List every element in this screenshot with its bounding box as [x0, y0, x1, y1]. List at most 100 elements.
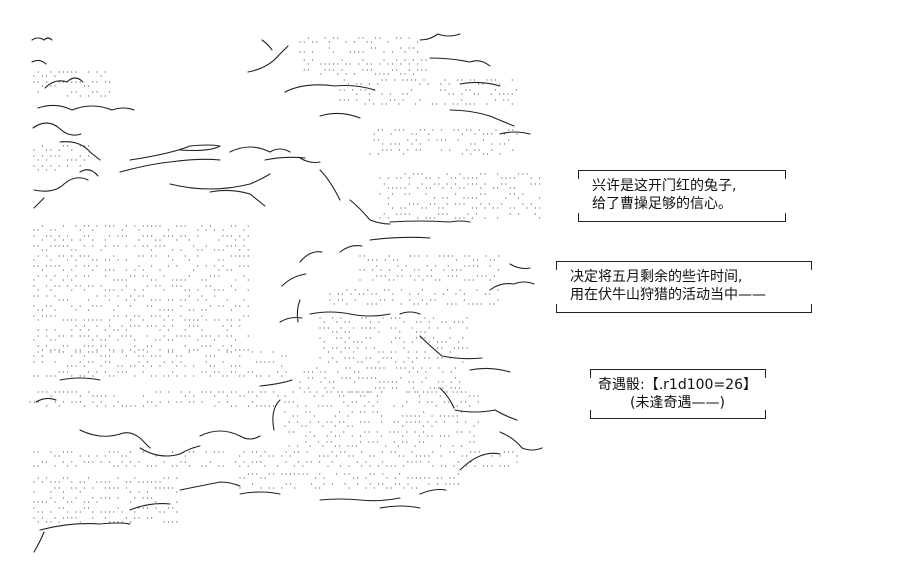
stipple-dot: [365, 327, 367, 329]
stipple-dot: [79, 361, 81, 363]
stipple-dot: [299, 41, 301, 43]
stipple-dot: [375, 387, 377, 389]
top-rule: [556, 261, 812, 262]
stipple-dot: [332, 347, 334, 349]
stipple-dot: [201, 315, 203, 317]
stipple-dot: [443, 255, 445, 257]
stipple-dot: [470, 143, 472, 145]
stipple-dot: [62, 255, 64, 257]
stipple-dot: [46, 345, 48, 347]
stipple-dot: [306, 451, 308, 453]
stipple-dot: [453, 129, 455, 131]
stipple-dot: [499, 93, 501, 95]
stipple-dot: [239, 255, 241, 257]
stipple-dot: [54, 275, 56, 277]
stipple-dot: [474, 133, 476, 135]
stipple-dot: [530, 203, 532, 205]
stipple-dot: [305, 405, 307, 407]
stipple-dot: [167, 521, 169, 523]
stipple-dot: [50, 511, 52, 513]
stipple-dot: [92, 81, 94, 83]
stipple-dot: [437, 327, 439, 329]
stipple-dot: [142, 481, 144, 483]
stipple-dot: [189, 401, 191, 403]
stipple-dot: [277, 465, 279, 467]
stipple-dot: [235, 289, 237, 291]
stipple-dot: [418, 269, 420, 271]
stipple-dot: [79, 349, 81, 351]
stipple-dot: [360, 411, 362, 413]
stipple-dot: [339, 395, 341, 397]
stipple-dot: [340, 317, 342, 319]
stipple-dot: [117, 279, 119, 281]
stipple-dot: [391, 51, 393, 53]
stipple-dot: [462, 347, 464, 349]
stipple-dot: [422, 279, 424, 281]
stipple-dot: [347, 99, 349, 101]
stipple-dot: [327, 455, 329, 457]
stipple-dot: [125, 335, 127, 337]
stipple-dot: [142, 289, 144, 291]
stipple-dot: [247, 315, 249, 317]
stipple-dot: [146, 325, 148, 327]
stipple-dot: [348, 347, 350, 349]
stipple-dot: [414, 269, 416, 271]
stipple-dot: [539, 217, 541, 219]
stipple-dot: [138, 507, 140, 509]
stipple-dot: [404, 207, 406, 209]
stipple-dot: [180, 285, 182, 287]
stipple-dot: [487, 153, 489, 155]
stipple-dot: [386, 477, 388, 479]
stipple-dot: [41, 461, 44, 463]
stipple-dot: [176, 465, 178, 467]
stipple-dot: [354, 381, 356, 383]
stipple-dot: [395, 337, 397, 339]
stipple-dot: [142, 245, 144, 247]
stipple-dot: [151, 401, 153, 403]
stipple-dot: [416, 331, 418, 333]
stipple-dot: [512, 451, 514, 453]
stipple-dot: [348, 337, 350, 339]
stipple-dot: [58, 255, 60, 257]
stipple-dot: [343, 431, 345, 433]
stipple-dot: [423, 411, 425, 413]
stipple-dot: [442, 371, 444, 373]
stipple-dot: [396, 177, 398, 179]
stipple-dot: [214, 371, 216, 373]
stipple-dot: [406, 421, 408, 423]
stipple-dot: [337, 63, 339, 65]
stipple-dot: [176, 285, 178, 287]
stipple-dot: [383, 59, 385, 61]
stipple-dot: [33, 339, 35, 341]
stipple-dot: [461, 153, 463, 155]
stipple-dot: [88, 255, 90, 257]
stipple-dot: [329, 293, 331, 295]
stipple-dot: [163, 325, 165, 327]
stipple-dot: [478, 129, 480, 131]
stipple-dot: [41, 309, 44, 311]
stipple-dot: [163, 511, 165, 513]
stipple-dot: [465, 391, 467, 393]
stipple-dot: [462, 361, 464, 363]
stipple-dot: [184, 279, 186, 281]
stipple-dot: [288, 421, 290, 423]
stipple-dot: [319, 337, 321, 339]
stipple-dot: [104, 511, 106, 513]
stipple-dot: [247, 473, 249, 475]
stipple-dot: [410, 89, 412, 91]
stipple-dot: [403, 487, 405, 489]
stipple-dot: [393, 259, 395, 261]
stipple-dot: [243, 375, 245, 377]
stipple-dot: [138, 229, 140, 231]
stipple-dot: [440, 83, 442, 85]
stipple-dot: [79, 165, 81, 167]
stipple-dot: [159, 401, 161, 403]
stipple-dot: [134, 345, 136, 347]
stipple-dot: [33, 75, 35, 77]
stipple-dot: [71, 375, 73, 377]
stipple-dot: [453, 465, 455, 467]
stipple-dot: [407, 477, 409, 479]
stipple-dot: [71, 305, 73, 307]
stipple-dot: [92, 487, 94, 489]
stipple-dot: [364, 421, 366, 423]
